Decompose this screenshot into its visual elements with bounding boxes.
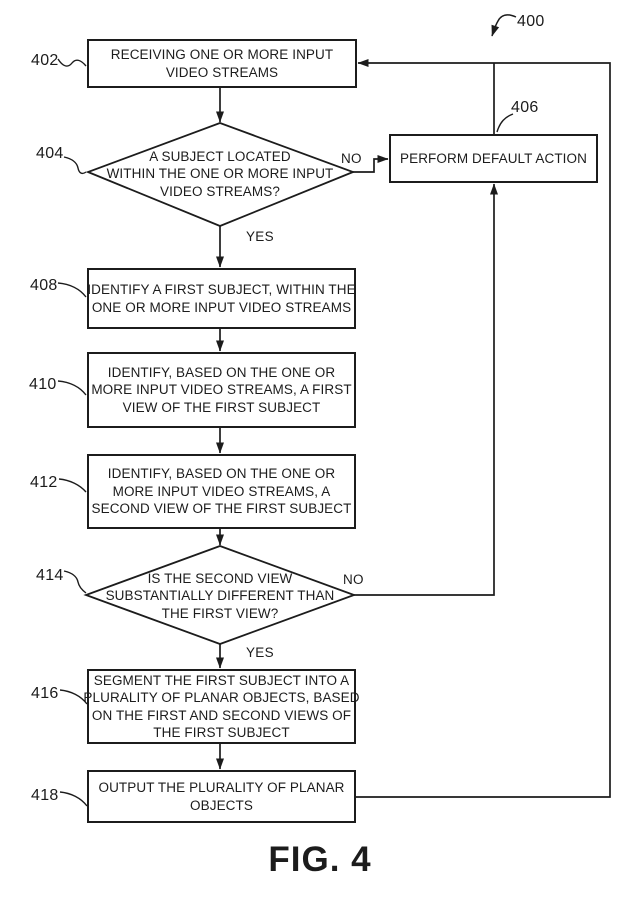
branch-label-414-no: NO	[343, 572, 364, 587]
process-box-406: PERFORM DEFAULT ACTION	[389, 134, 598, 183]
figure-caption: FIG. 4	[268, 840, 372, 879]
process-box-412-label: IDENTIFY, BASED ON THE ONE OR MORE INPUT…	[91, 466, 352, 517]
leader-400-hook-arrow	[491, 14, 517, 37]
figure-number-label: 400	[517, 13, 545, 30]
leader-404	[63, 156, 87, 175]
process-box-408-label: IDENTIFY A FIRST SUBJECT, WITHIN THE ONE…	[87, 282, 356, 315]
leader-406	[496, 113, 514, 133]
process-box-402: RECEIVING ONE OR MORE INPUT VIDEO STREAM…	[87, 39, 357, 88]
branch-label-404-no: NO	[341, 151, 362, 166]
ref-label-418: 418	[31, 787, 59, 804]
edge-404-no-to-406	[353, 155, 389, 173]
ref-label-410: 410	[29, 376, 57, 393]
leader-412	[58, 478, 87, 493]
decision-414-label: IS THE SECOND VIEW SUBSTANTIALLY DIFFERE…	[105, 570, 335, 621]
branch-label-404-yes: YES	[246, 229, 274, 244]
ref-label-416: 416	[31, 685, 59, 702]
leader-410	[57, 380, 87, 396]
ref-label-402: 402	[31, 52, 59, 69]
ref-label-404: 404	[36, 145, 64, 162]
branch-label-414-yes: YES	[246, 645, 274, 660]
process-box-418-label: OUTPUT THE PLURALITY OF PLANAR OBJECTS	[98, 780, 345, 813]
edge-418-feedback-to-402	[356, 59, 611, 798]
ref-label-406: 406	[511, 99, 539, 116]
leader-408	[57, 282, 87, 298]
decision-404-label: A SUBJECT LOCATED WITHIN THE ONE OR MORE…	[106, 148, 334, 199]
process-box-410-label: IDENTIFY, BASED ON THE ONE OR MORE INPUT…	[91, 364, 352, 415]
leader-402	[57, 58, 87, 67]
process-box-410: IDENTIFY, BASED ON THE ONE OR MORE INPUT…	[87, 352, 356, 428]
ref-label-412: 412	[30, 474, 58, 491]
process-box-418: OUTPUT THE PLURALITY OF PLANAR OBJECTS	[87, 770, 356, 823]
process-box-402-label: RECEIVING ONE OR MORE INPUT VIDEO STREAM…	[110, 47, 334, 80]
process-box-416: SEGMENT THE FIRST SUBJECT INTO A PLURALI…	[83, 669, 360, 744]
ref-label-408: 408	[30, 277, 58, 294]
edge-414-no-to-406	[354, 183, 498, 596]
process-box-416-label: SEGMENT THE FIRST SUBJECT INTO A PLURALI…	[83, 672, 360, 741]
leader-414	[63, 570, 87, 594]
process-box-406-label: PERFORM DEFAULT ACTION	[400, 150, 587, 166]
leader-416	[59, 689, 88, 705]
leader-418	[59, 791, 88, 807]
process-box-408: IDENTIFY A FIRST SUBJECT, WITHIN THE ONE…	[87, 268, 356, 329]
process-box-412: IDENTIFY, BASED ON THE ONE OR MORE INPUT…	[87, 454, 356, 529]
ref-label-414: 414	[36, 567, 64, 584]
